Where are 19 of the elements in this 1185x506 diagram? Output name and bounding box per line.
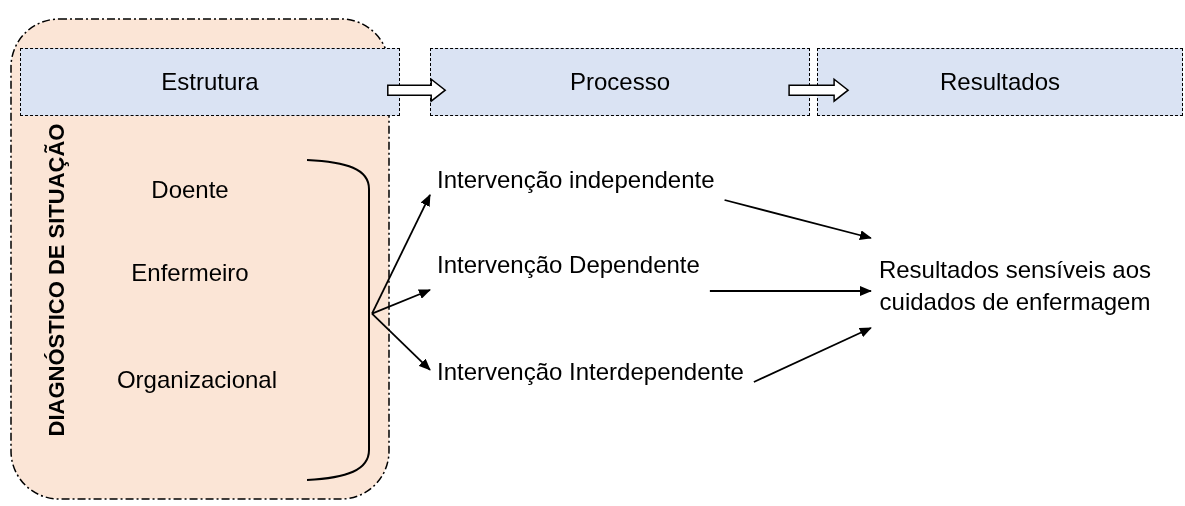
arrow: [371, 312, 431, 371]
arrow: [709, 286, 872, 296]
block-arrow: [387, 77, 447, 103]
arrow: [753, 327, 872, 383]
intervention-label: Intervenção independente: [430, 166, 790, 200]
block-arrow: [788, 77, 850, 103]
outcome-label: Resultados sensíveis aos cuidados de enfermagem: [848, 236, 1182, 336]
intervention-label: Intervenção Interdependente: [430, 358, 818, 392]
factor-label: Enfermeiro: [90, 256, 290, 290]
arrow: [723, 199, 872, 241]
arrow: [371, 289, 431, 315]
bracket-icon: [307, 159, 372, 481]
vertical-label: DIAGNÓSTICO DE SITUAÇÃO: [43, 123, 70, 437]
intervention-label: Intervenção Dependente: [430, 251, 820, 291]
factor-label: Organizacional: [97, 363, 297, 397]
factor-label: Doente: [90, 173, 290, 207]
stage-header-box: Processo: [430, 48, 810, 116]
arrow: [371, 194, 431, 315]
stage-header-box: Resultados: [817, 48, 1183, 116]
